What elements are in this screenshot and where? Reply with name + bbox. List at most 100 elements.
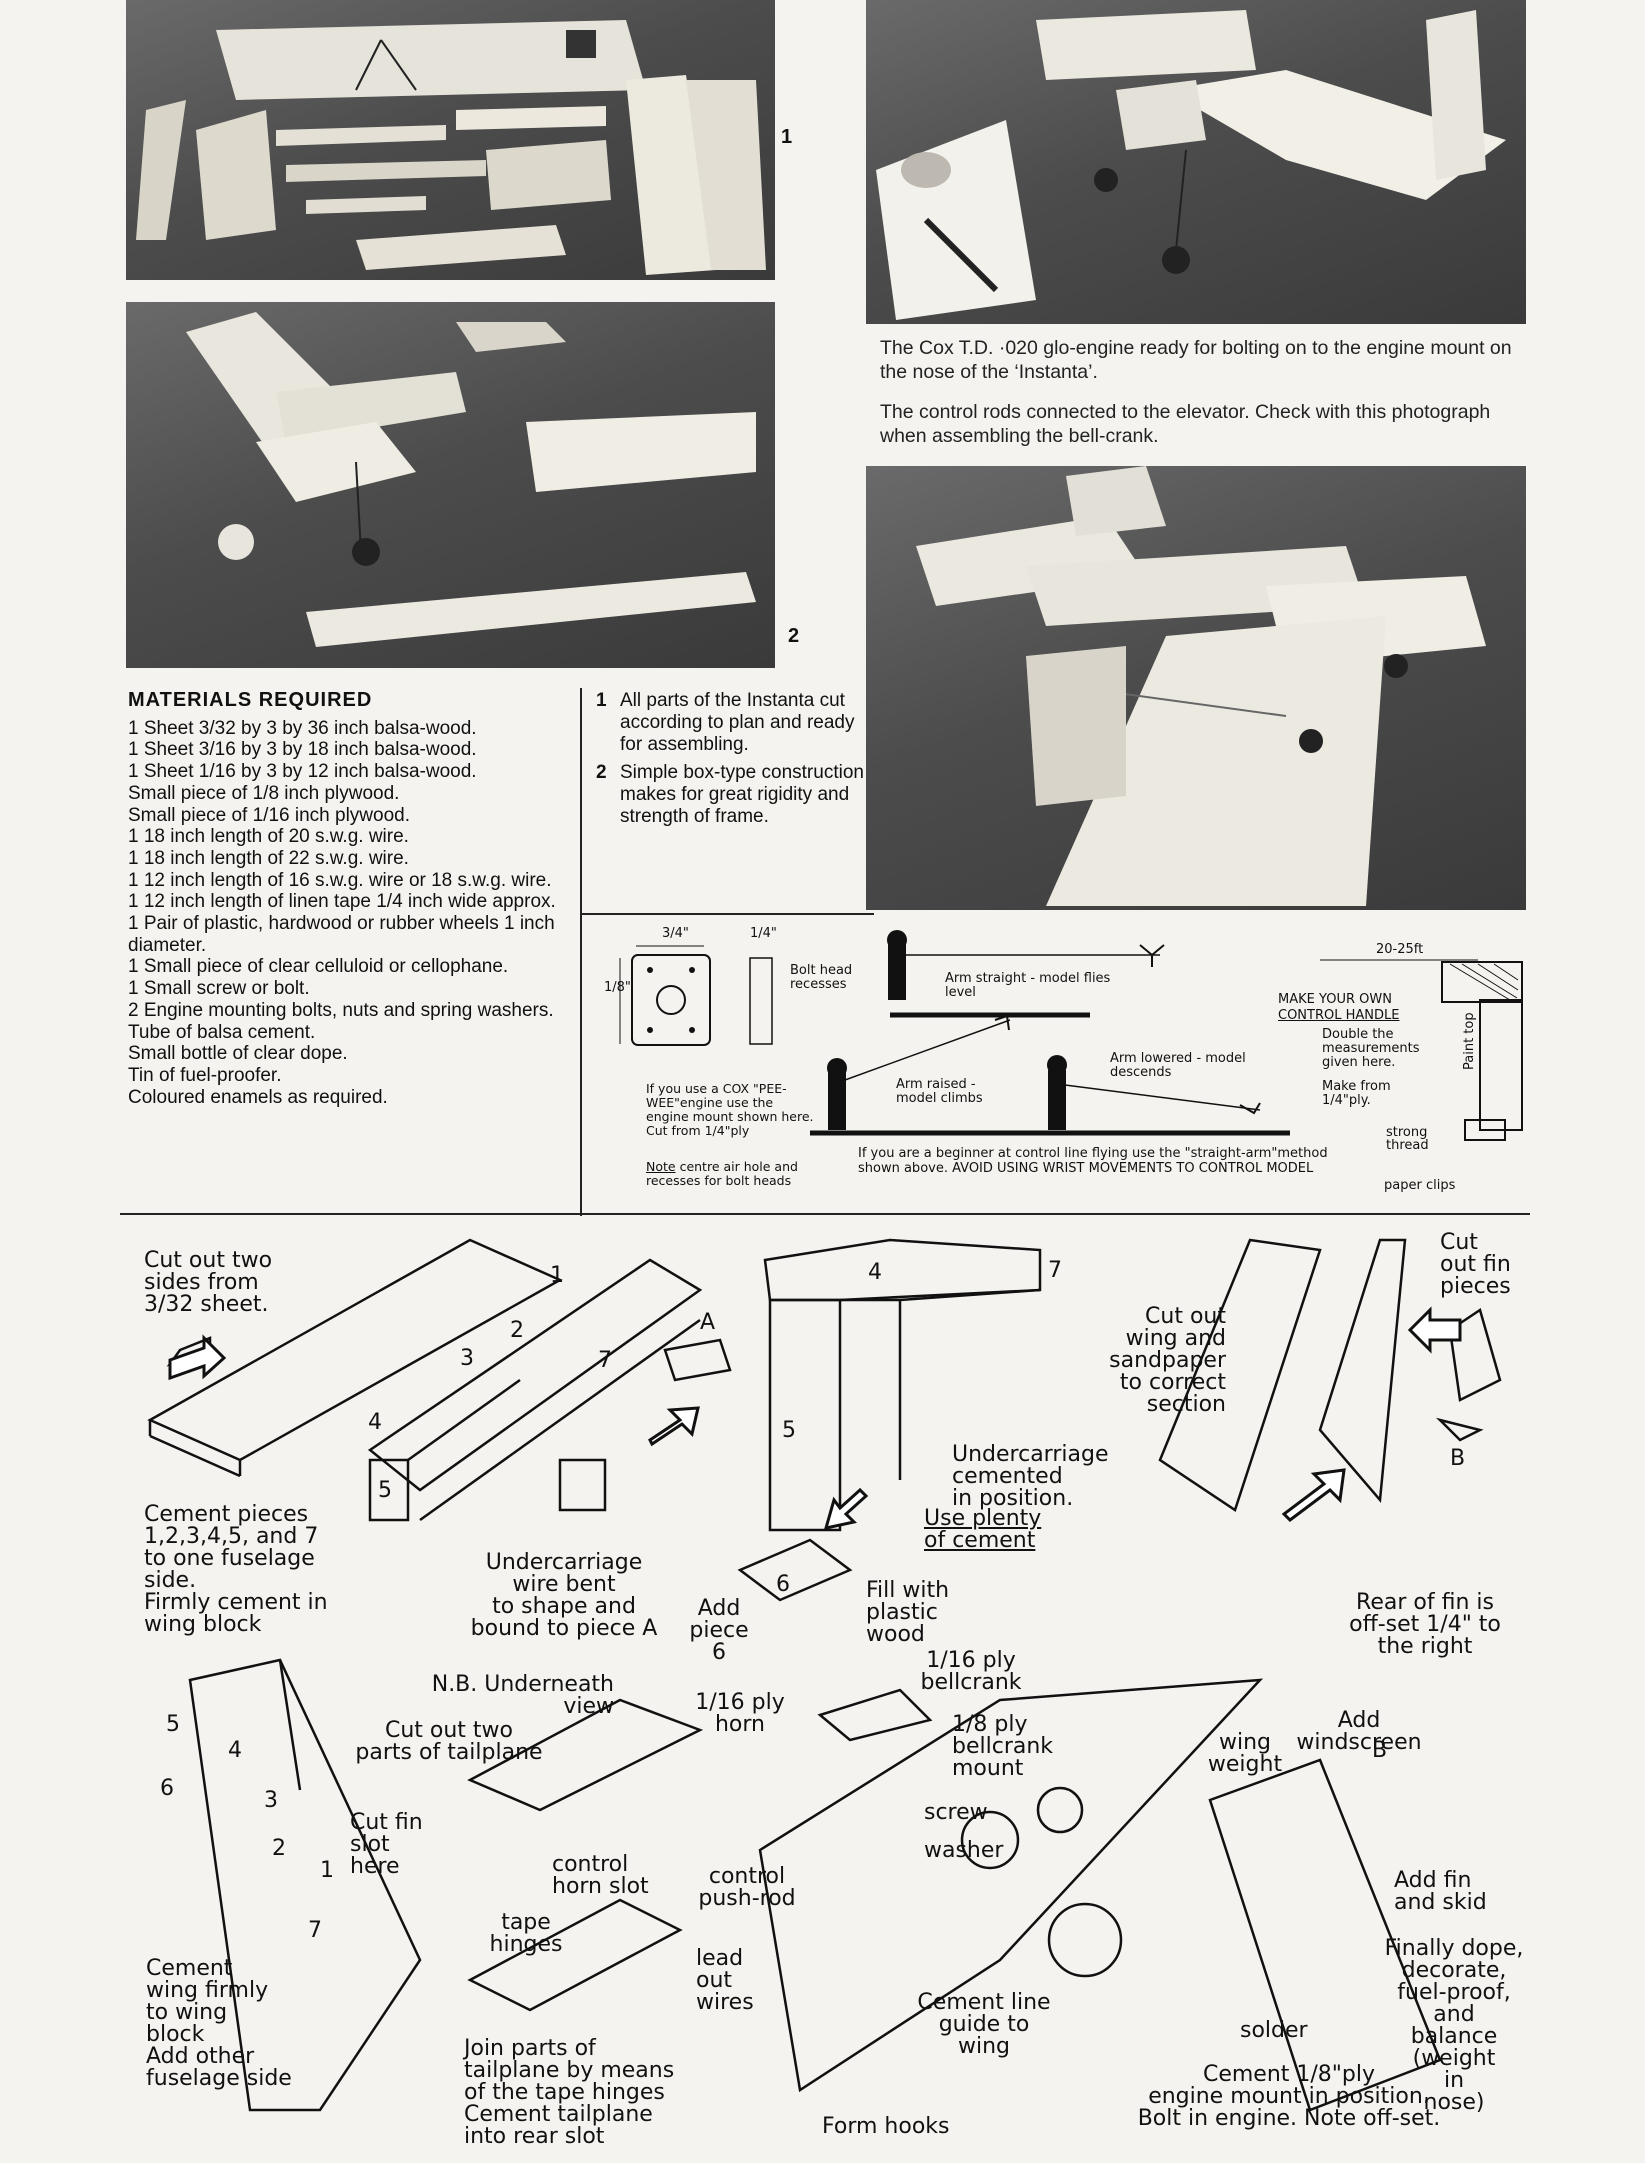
cement-line-guide-note: Cement line guide to wing <box>917 1990 1051 2059</box>
step-number: 1 <box>596 690 607 711</box>
piece-label-3b: 3 <box>264 1788 278 1813</box>
material-item: Coloured enamels as required. <box>128 1086 388 1108</box>
ply-bellcrank-note: 1/16 ply bellcrank <box>920 1648 1022 1695</box>
cut-fin-slot-note: Cut fin slot here <box>350 1810 423 1879</box>
lead-out-wires-note: lead out wires <box>696 1946 754 2015</box>
material-item: 1 Sheet 3/16 by 3 by 18 inch balsa-wood. <box>128 739 477 761</box>
form-hooks-note: Form hooks <box>822 2114 950 2139</box>
add-fin-skid-note: Add fin and skid <box>1394 1868 1487 1915</box>
elevator-photo <box>866 466 1526 910</box>
material-item: 1 12 inch length of 16 s.w.g. wire or 18… <box>128 869 552 891</box>
parts-illustration <box>136 20 766 275</box>
material-item: Tin of fuel-proofer. <box>128 1064 282 1086</box>
engine-caption: The Cox T.D. ·020 glo-engine ready for b… <box>880 336 1530 464</box>
handle-title-2: CONTROL HANDLE <box>1278 1008 1400 1023</box>
control-line-drawing <box>619 930 1523 1141</box>
piece-label-4c: 4 <box>228 1738 242 1763</box>
materials-list: MATERIALS REQUIRED 1 Sheet 3/32 by 3 by … <box>128 689 564 1109</box>
handle-title-1: MAKE YOUR OWN <box>1278 992 1392 1007</box>
finally-note: Finally dope, decorate, fuel-proof, and … <box>1384 1936 1524 2115</box>
add-piece-note: Add piece 6 <box>689 1596 749 1665</box>
piece-label-5c: 5 <box>166 1712 180 1737</box>
beginner-note: If you are a beginner at control line fl… <box>858 1146 1328 1176</box>
handle-make-note: Make from 1/4"ply. <box>1322 1079 1391 1108</box>
piece-label-a: A <box>700 1310 716 1335</box>
control-pushrod-note: control push-rod <box>698 1864 796 1911</box>
piece-label-7: 7 <box>598 1348 612 1373</box>
engine-illustration <box>876 10 1506 320</box>
underneath-view-note: N.B. Underneath view <box>431 1672 614 1719</box>
piece-label-7c: 7 <box>308 1918 322 1943</box>
material-item: Tube of balsa cement. <box>128 1021 316 1043</box>
step-text: All parts of the Instanta cut according … <box>620 690 855 755</box>
parts-photo: 1 <box>126 0 775 280</box>
piece-label-5b: 5 <box>782 1418 796 1443</box>
cut-fin-note: Cut out fin pieces <box>1440 1230 1511 1299</box>
centre-hole-note: Note centre air hole and recesses for bo… <box>646 1160 816 1188</box>
cut-tailplane-note: Cut out two parts of tailplane <box>355 1718 543 1765</box>
note-text: centre air hole and recesses for bolt he… <box>646 1159 798 1188</box>
step-number: 2 <box>596 762 607 783</box>
cement-wing-note: Cement wing firmly to wing block Add oth… <box>146 1956 292 2091</box>
cut-wing-note: Cut out wing and sandpaper to correct se… <box>1109 1304 1226 1417</box>
add-windscreen-note: Add windscreen <box>1296 1708 1422 1755</box>
screw-label: screw <box>924 1800 988 1825</box>
piece-label-1: 1 <box>550 1263 564 1288</box>
control-rods-caption-text: The control rods connected to the elevat… <box>880 401 1491 447</box>
arm-straight-label: Arm straight - model flies level <box>945 971 1111 1000</box>
engine-caption-text: The Cox T.D. ·020 glo-engine ready for b… <box>880 337 1512 383</box>
assembly-top-rule <box>120 1213 1530 1215</box>
dim-width: 3/4" <box>662 926 689 941</box>
piece-label-7b: 7 <box>1048 1258 1062 1283</box>
undercarriage-wire-note: Undercarriage wire bent to shape and bou… <box>470 1550 658 1641</box>
step-1: 1 All parts of the Instanta cut accordin… <box>596 690 868 756</box>
join-tailplane-note: Join parts of tailplane by means of the … <box>464 2036 675 2149</box>
use-plenty-note: Use plenty of cement <box>924 1506 1042 1553</box>
bellcrank-mount-note: 1/8 ply bellcrank mount <box>952 1712 1054 1781</box>
control-horn-slot-note: control horn slot <box>552 1852 649 1899</box>
line-length-label: 20-25ft <box>1376 942 1424 957</box>
material-item: Small piece of 1/8 inch plywood. <box>128 782 400 804</box>
piece-label-6: 6 <box>776 1572 790 1597</box>
frame-illustration <box>186 312 756 647</box>
vertical-divider <box>580 688 582 1216</box>
dim-depth: 1/4" <box>750 926 777 941</box>
cement-pieces-note: Cement pieces 1,2,3,4,5, and 7 to one fu… <box>144 1502 328 1637</box>
materials-items: 1 Sheet 3/32 by 3 by 36 inch balsa-wood.… <box>128 718 564 1109</box>
piece-label-3: 3 <box>460 1346 474 1371</box>
piece-label-1b: 1 <box>320 1858 334 1883</box>
paper-clips-label: paper clips <box>1384 1178 1456 1193</box>
piece-label-2b: 2 <box>272 1836 286 1861</box>
step-2: 2 Simple box-type construction makes for… <box>596 762 868 828</box>
undercarriage-cemented-note: Undercarriage cemented in position. <box>952 1442 1109 1511</box>
piece-label-4b: 4 <box>868 1260 882 1285</box>
piece-label-b: B <box>1450 1446 1466 1471</box>
piece-label-4: 4 <box>368 1410 382 1435</box>
engine-mount-note: Cement 1/8"ply engine mount in position.… <box>1137 2062 1441 2131</box>
photo-number-2: 2 <box>788 625 800 647</box>
material-item: 1 Sheet 1/16 by 3 by 12 inch balsa-wood. <box>128 761 477 783</box>
piece-label-bb: B <box>1372 1738 1388 1763</box>
material-item: 1 Pair of plastic, hardwood or rubber wh… <box>128 913 555 956</box>
cut-sides-note: Cut out two sides from 3/32 sheet. <box>144 1248 273 1317</box>
material-item: 1 12 inch length of linen tape 1/4 inch … <box>128 891 556 913</box>
flying-top-rule <box>582 913 874 915</box>
material-item: 1 18 inch length of 22 s.w.g. wire. <box>128 847 409 869</box>
strong-thread-label: strong thread <box>1386 1125 1429 1153</box>
control-line-diagram: 3/4" 1/4" 1/8" Bolt head recesses Arm st… <box>600 920 1530 1210</box>
arm-raised-label: Arm raised - model climbs <box>896 1077 983 1106</box>
note-label: Note <box>646 1159 676 1174</box>
material-item: 1 18 inch length of 20 s.w.g. wire. <box>128 826 409 848</box>
material-item: 2 Engine mounting bolts, nuts and spring… <box>128 999 554 1021</box>
wing-weight-note: wing weight <box>1207 1730 1283 1777</box>
washer-label: washer <box>924 1838 1004 1863</box>
material-item: 1 Small screw or bolt. <box>128 978 310 1000</box>
photo-steps: 1 All parts of the Instanta cut accordin… <box>596 690 868 834</box>
solder-label: solder <box>1240 2018 1308 2043</box>
material-item: 1 Sheet 3/32 by 3 by 36 inch balsa-wood. <box>128 717 477 739</box>
bolt-recess-label: Bolt head recesses <box>790 963 853 992</box>
step-text: Simple box-type construction makes for g… <box>620 762 864 827</box>
dim-height: 1/8" <box>604 980 631 995</box>
photo-number-1: 1 <box>781 126 793 148</box>
arm-lowered-label: Arm lowered - model descends <box>1110 1051 1246 1080</box>
